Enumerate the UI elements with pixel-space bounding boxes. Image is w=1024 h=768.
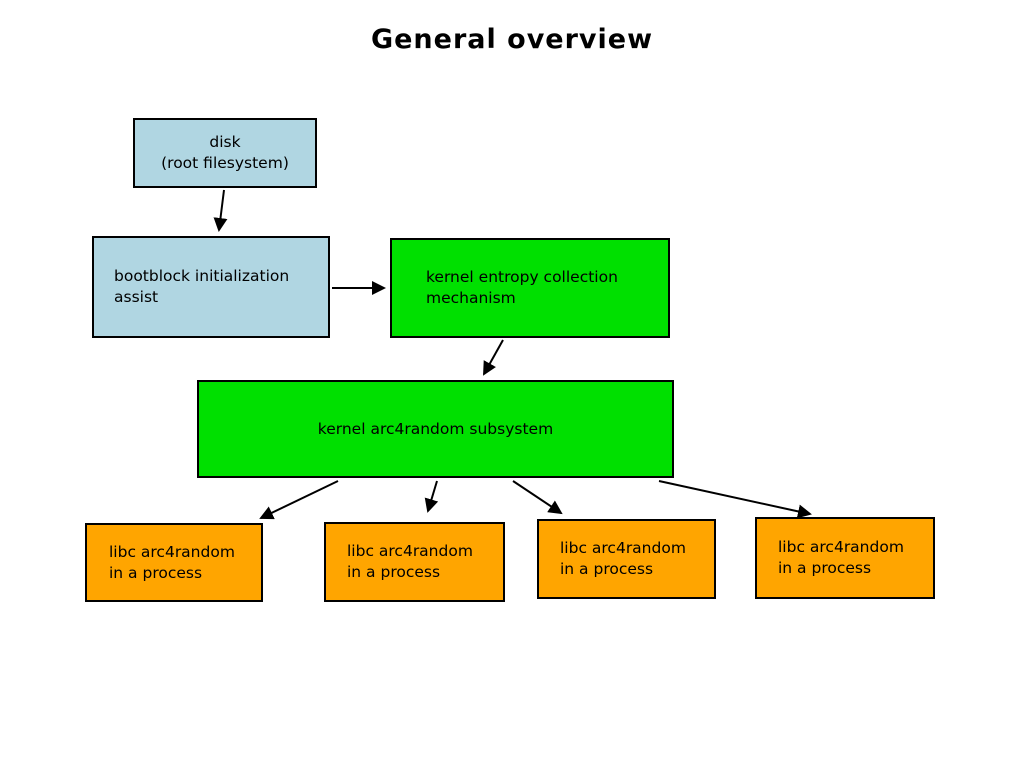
node-arc4random-label: kernel arc4random subsystem (317, 419, 554, 438)
node-libc-arc4random-3: libc arc4random in a process (537, 519, 716, 599)
node-libc-arc4random-2: libc arc4random in a process (324, 522, 505, 602)
node-bootblock-label-line2: assist (114, 288, 159, 306)
arrow-arc4random-to-libc-4 (658, 480, 812, 519)
node-libc4-label-line2: in a process (778, 559, 872, 577)
node-entropy-label-line2: mechanism (426, 289, 516, 307)
arrow-arc4random-to-libc-1 (259, 480, 339, 520)
node-libc4-label-line1: libc arc4random (778, 538, 904, 556)
arrow-arc4random-to-libc-3 (512, 480, 563, 515)
node-disk-label-line1: disk (209, 133, 241, 151)
arrow-entropy-to-arc4random (483, 339, 504, 376)
node-libc1-label-line2: in a process (109, 563, 203, 582)
node-libc3-label-line2: in a process (560, 560, 654, 578)
node-kernel-arc4random-subsystem: kernel arc4random subsystem (197, 380, 674, 478)
node-libc1-label-line1: libc arc4random (109, 542, 235, 561)
node-libc2-label-line2: in a process (347, 563, 441, 581)
node-disk: disk (root filesystem) (133, 118, 317, 188)
node-bootblock-label-line1: bootblock initialization (114, 267, 290, 285)
node-kernel-entropy-collection: kernel entropy collection mechanism (390, 238, 670, 338)
node-entropy-label-line1: kernel entropy collection (426, 268, 618, 286)
node-bootblock-initialization-assist: bootblock initialization assist (92, 236, 330, 338)
node-libc-arc4random-1: libc arc4random in a process (85, 523, 263, 602)
node-libc2-label-line1: libc arc4random (347, 542, 473, 560)
node-disk-label-line2: (root filesystem) (161, 154, 289, 172)
node-libc-arc4random-4: libc arc4random in a process (755, 517, 935, 599)
arrow-arc4random-to-libc-2 (424, 480, 439, 513)
arrow-disk-to-bootblock (213, 189, 228, 232)
node-libc3-label-line1: libc arc4random (560, 539, 686, 557)
diagram-title: General overview (370, 24, 654, 55)
